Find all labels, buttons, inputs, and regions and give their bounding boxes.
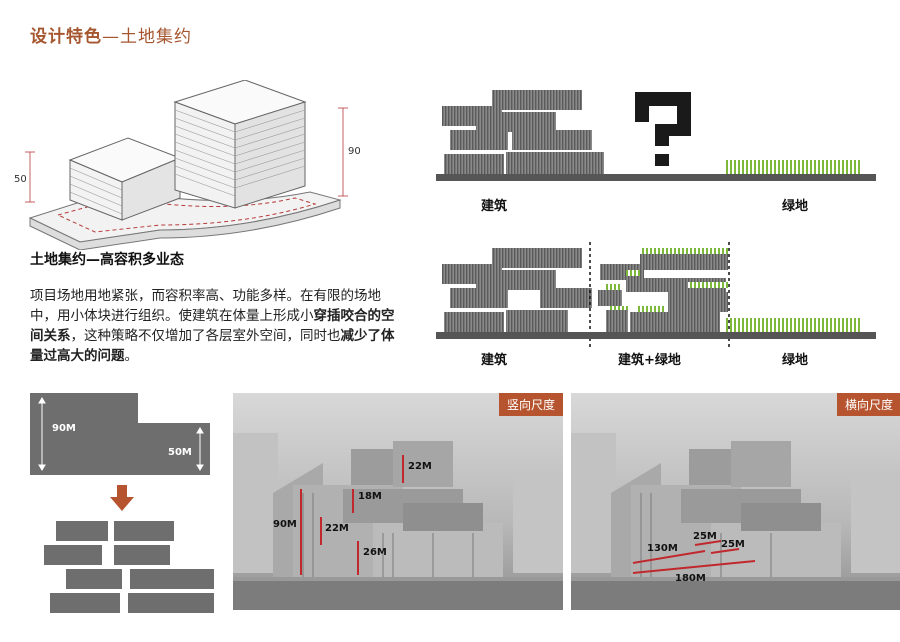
bottom-label-building: 建筑 — [481, 353, 508, 368]
bottom-label-mixed: 建筑+绿地 — [618, 353, 681, 368]
section-paragraph: 项目场地用地紧张，而容积率高、功能多样。在有限的场地中，用小体块进行组织。使建筑… — [30, 286, 395, 366]
building-block — [444, 154, 504, 174]
green-strip — [726, 160, 862, 174]
building-block — [492, 90, 582, 110]
section-subtitle: 土地集约—高容积多业态 — [30, 252, 184, 268]
para-text-1: 项目场地用地紧张，而容积率高、功能多样。在有限的场地中，用小体块进行组织。使建筑… — [30, 288, 381, 324]
title-suffix: —土地集约 — [102, 27, 192, 47]
small-block — [66, 569, 122, 589]
small-block — [114, 545, 170, 565]
dim-label: 26M — [363, 547, 387, 558]
para-text-2: ，这种策略不仅增加了各层室外空间，同时也 — [70, 328, 341, 344]
building-render — [571, 433, 900, 610]
dim-90m: 90M — [52, 423, 76, 434]
dim-50m: 50M — [168, 447, 192, 458]
dim-label: 25M — [693, 531, 717, 542]
ground-line — [436, 174, 876, 181]
small-block — [114, 521, 174, 541]
massing-shape — [30, 393, 210, 475]
dim-label: 22M — [408, 461, 432, 472]
bottom-label-green: 绿地 — [782, 353, 809, 368]
dim-label: 90M — [273, 519, 297, 530]
building-block — [512, 130, 592, 150]
photo-vertical-scale: 竖向尺度 22M 18M 90M 22M 26M — [233, 393, 563, 610]
small-block — [50, 593, 120, 613]
dim-label-low: 50 — [14, 174, 27, 185]
small-block — [56, 521, 108, 541]
isometric-model — [25, 80, 348, 250]
small-block — [128, 593, 214, 613]
para-bold-2: 减少了体量过高大的问题 — [30, 328, 395, 364]
dim-label-high: 90 — [348, 146, 361, 157]
vertical-scale-tag: 竖向尺度 — [498, 393, 563, 416]
building-block — [450, 130, 508, 150]
horizontal-scale-tag: 横向尺度 — [836, 393, 900, 416]
top-label-green: 绿地 — [782, 199, 809, 214]
block-diagram: 90M 50M — [30, 393, 220, 623]
diagram-top — [436, 90, 876, 181]
page-title: 设计特色—土地集约 — [30, 22, 192, 47]
dim-label: 130M — [647, 543, 678, 554]
building-block — [506, 152, 604, 174]
question-mark-icon — [635, 92, 691, 166]
top-label-building: 建筑 — [481, 199, 508, 214]
small-block — [130, 569, 214, 589]
building-render — [233, 433, 563, 610]
dim-label: 22M — [325, 523, 349, 534]
diagram-bottom — [436, 242, 876, 348]
arrow-down-icon — [110, 485, 134, 511]
para-bold-1: 穿插咬合的空间关系 — [30, 308, 395, 344]
para-text-3: 。 — [124, 348, 139, 364]
building-block — [476, 112, 556, 132]
dim-label: 25M — [721, 539, 745, 550]
dim-label: 18M — [358, 491, 382, 502]
photo-horizontal-scale: 横向尺度 25M 25M 130M 180M — [571, 393, 900, 610]
green-strip — [726, 318, 862, 332]
title-prefix: 设计特色 — [30, 27, 102, 47]
dim-label: 180M — [675, 573, 706, 584]
small-block — [44, 545, 102, 565]
